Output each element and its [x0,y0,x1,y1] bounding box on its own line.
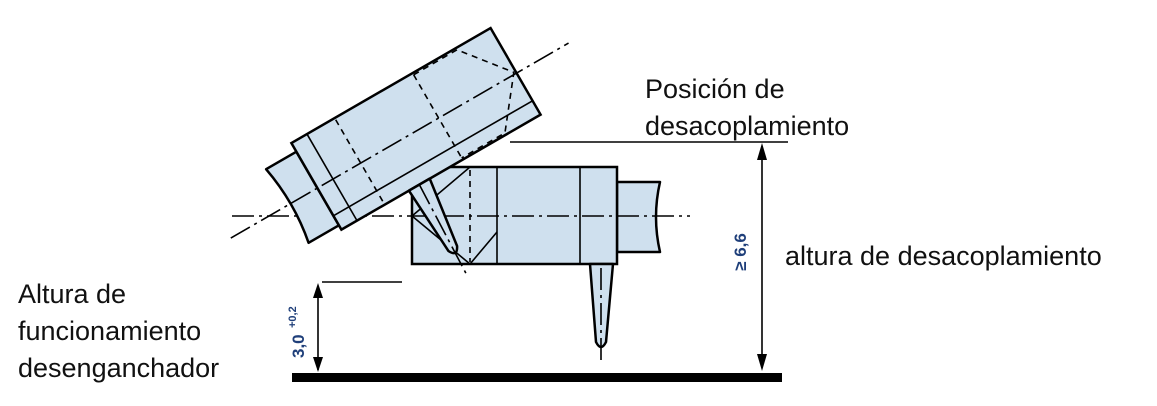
dimension-operating-value: 3,0 [289,334,308,358]
label-operating-height-line2: funcionamiento [18,316,201,346]
dimension-operating: 3,0 +0,2 [287,281,402,372]
label-uncoupling-position-line1: Posición de [645,74,785,104]
dimension-operating-tolerance: +0,2 [287,306,299,328]
ground-bar [292,373,782,382]
label-operating-height-line1: Altura de [18,279,126,309]
lower-shaft [615,180,662,254]
label-operating-height-line3: desenganchador [18,353,219,383]
dimension-uncoupling: ≥ 6,6 [510,141,788,371]
coupler-lower [232,165,690,362]
dimension-uncoupling-value: ≥ 6,6 [731,233,750,271]
label-uncoupling-height: altura de desacoplamiento [785,241,1102,271]
label-uncoupling-position-line2: desacoplamiento [645,111,849,141]
tilted-body [289,26,543,232]
